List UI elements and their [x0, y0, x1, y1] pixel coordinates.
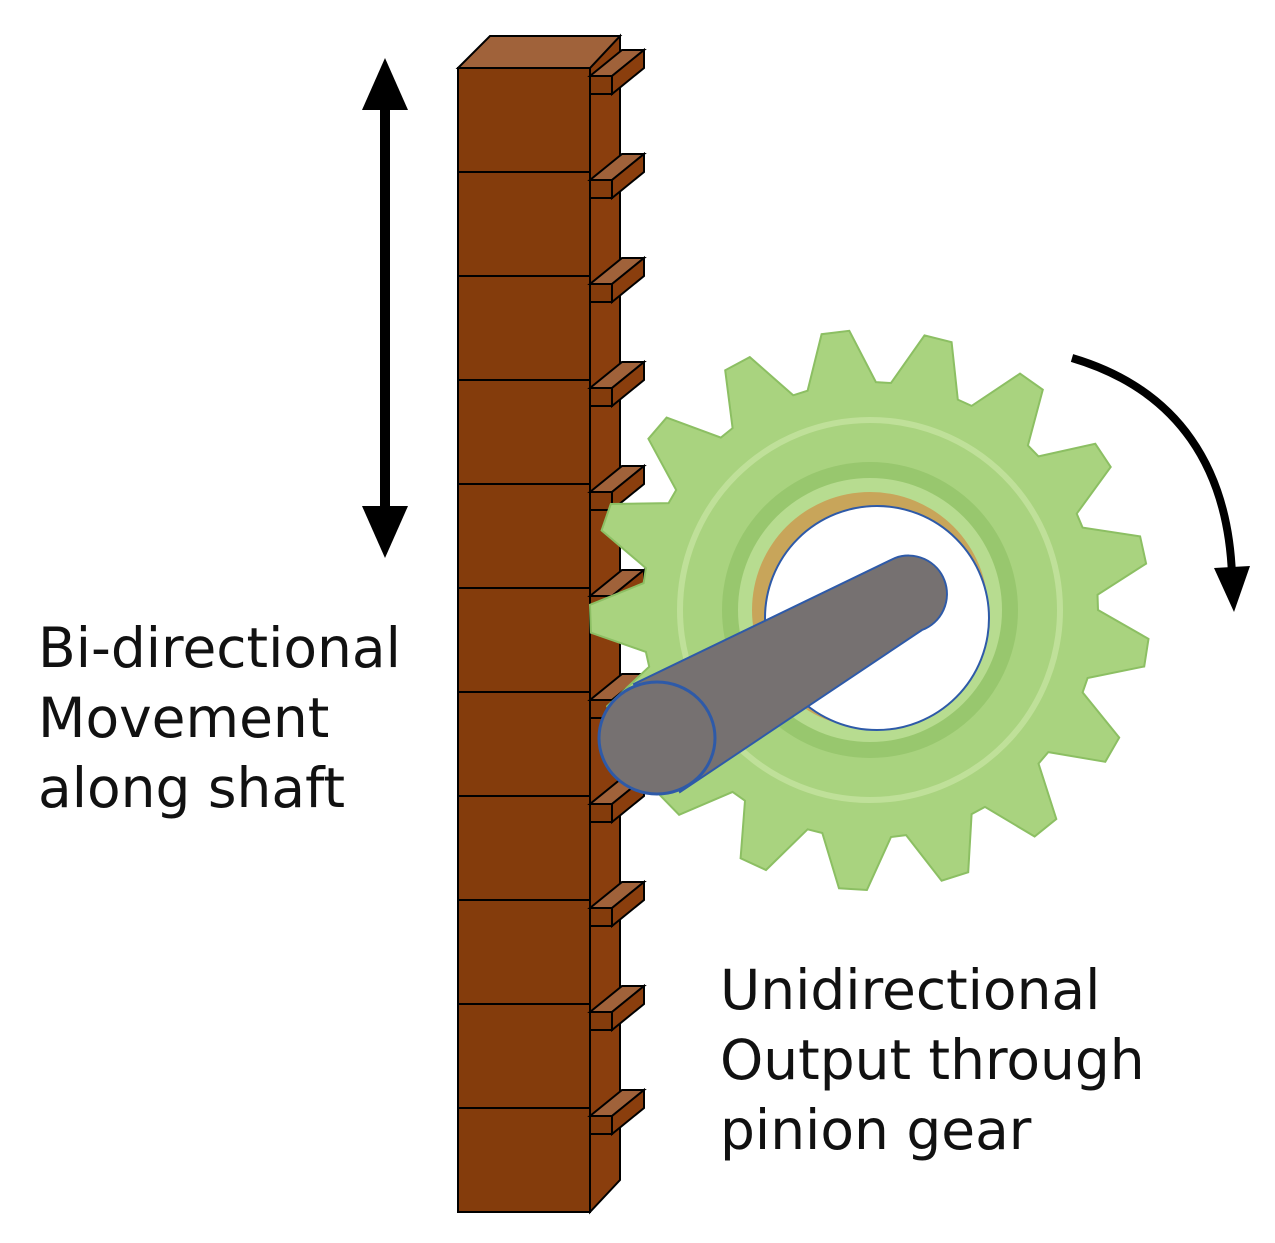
rack-tooth-front	[589, 179, 613, 199]
double-headed-arrow-icon	[362, 58, 408, 558]
output-label: Unidirectional Output through pinion gea…	[720, 955, 1145, 1165]
shaft-icon	[597, 554, 948, 796]
output-label-line3: pinion gear	[720, 1098, 1032, 1162]
gear-rack-icon	[455, 33, 647, 1215]
rack-tooth-front	[589, 75, 613, 95]
movement-label-line1: Bi-directional	[38, 616, 401, 680]
rack-tooth-front	[589, 1115, 613, 1135]
rack-tooth-front	[589, 387, 613, 407]
movement-label-line3: along shaft	[38, 756, 346, 820]
rack-top-face	[455, 35, 623, 69]
rack-front-face	[457, 67, 591, 1213]
output-label-line2: Output through	[720, 1028, 1145, 1092]
rack-tooth-front	[589, 283, 613, 303]
rack-tooth-front	[589, 491, 613, 511]
output-label-line1: Unidirectional	[720, 958, 1101, 1022]
movement-label-line2: Movement	[38, 686, 330, 750]
rack-tooth-front	[589, 1011, 613, 1031]
curved-arrow-icon	[1070, 354, 1250, 612]
rack-tooth-front	[589, 907, 613, 927]
rack-tooth-front	[589, 803, 613, 823]
movement-label: Bi-directional Movement along shaft	[38, 613, 401, 823]
